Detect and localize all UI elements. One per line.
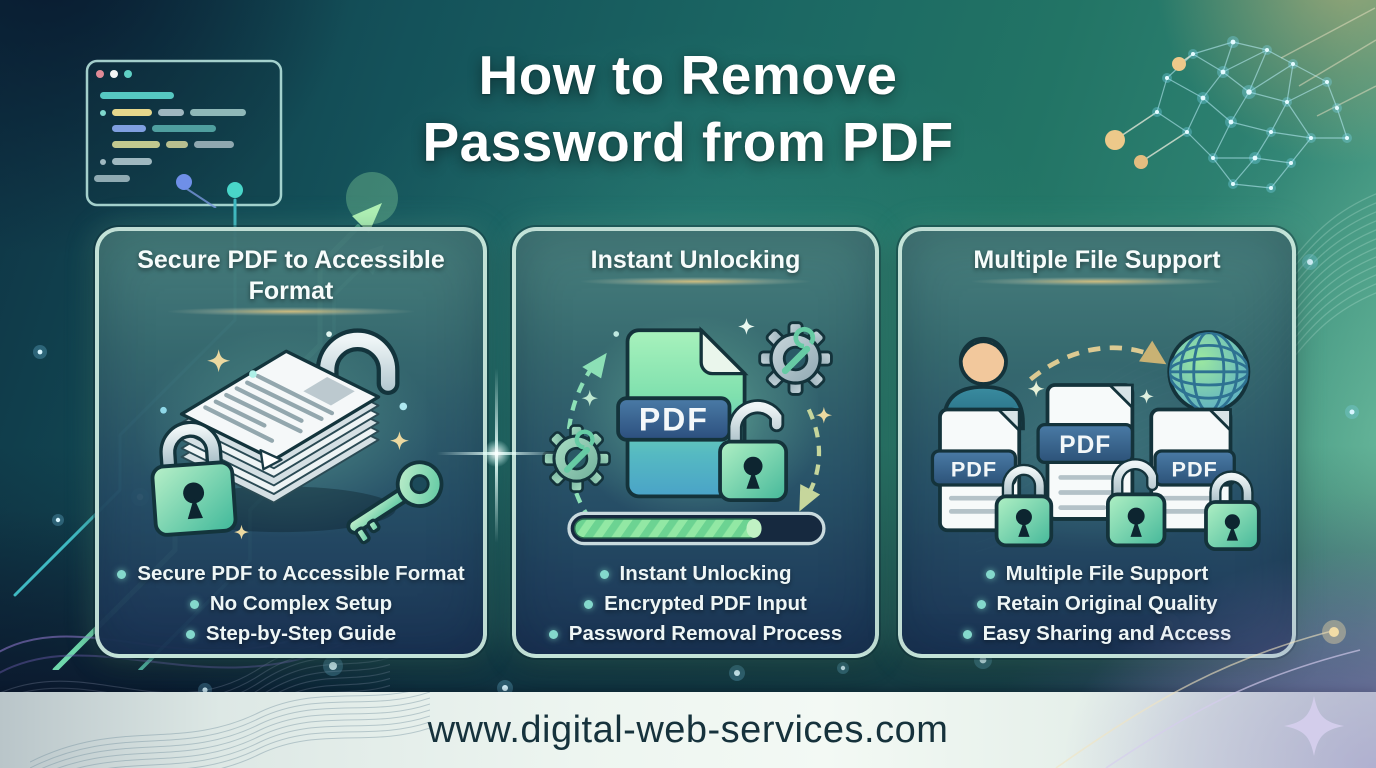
pdf-label: PDF [1059,432,1111,459]
bullet-dot-icon [985,569,995,579]
bullet-dot-icon [976,599,986,609]
bullet-dot-icon [584,599,594,609]
card-illustration [99,317,483,553]
gear-wrench-icon [542,424,611,493]
bullet-item: Step-by-Step Guide [109,619,473,649]
card-illustration: PDF [516,317,875,553]
pdf-unlock-gears-progress-illustration: PDF [542,317,833,546]
bullet-dot-icon [189,599,199,609]
bullet-item: Easy Sharing and Access [912,619,1282,649]
card-secure-pdf-to-accessible-format: Secure PDF to Accessible Format [95,227,487,658]
card-multiple-file-support: Multiple File Support [898,227,1296,658]
card-header: Multiple File Support [902,231,1292,317]
feature-cards: Secure PDF to Accessible Format [95,227,1296,658]
pdf-label: PDF [950,457,996,482]
globe-icon [1166,330,1250,414]
bullet-item: Retain Original Quality [912,589,1282,619]
wave-lines-icon [30,692,430,768]
card-header: Instant Unlocking [516,231,875,317]
bullet-list: Secure PDF to Accessible Format No Compl… [99,559,483,649]
open-padlock-icon [718,399,789,503]
bullet-dot-icon [185,629,195,639]
card-illustration: PDF PDF [902,317,1292,553]
gear-wrench-icon [758,321,833,396]
document-stack-unlock-key-illustration [135,328,444,545]
bullet-dot-icon [548,629,558,639]
progress-bar-icon [567,511,826,546]
card-title: Instant Unlocking [590,246,801,274]
bullet-item: Encrypted PDF Input [526,589,865,619]
bullet-dot-icon [117,569,127,579]
bullet-item: Password Removal Process [526,619,865,649]
bullet-dot-icon [599,569,609,579]
bullet-item: No Complex Setup [109,589,473,619]
pdf-label: PDF [639,401,709,437]
title-line-2: Password from PDF [422,111,954,174]
pdf-label: PDF [1171,457,1217,482]
card-header: Secure PDF to Accessible Format [99,231,483,317]
bullet-item: Instant Unlocking [526,559,865,589]
user-pdf-files-globe-illustration: PDF PDF [930,330,1261,553]
bullet-list: Multiple File Support Retain Original Qu… [902,559,1292,649]
bullet-list: Instant Unlocking Encrypted PDF Input Pa… [516,559,875,649]
flare-glow [580,276,811,286]
footer-bar: www.digital-web-services.com [0,692,1376,768]
pdf-file-icon: PDF [616,326,749,499]
bullet-dot-icon [962,629,972,639]
website-url: www.digital-web-services.com [427,709,949,751]
title-line-1: How to Remove [478,44,898,106]
bullet-item: Secure PDF to Accessible Format [109,559,473,589]
sparkle-icon [581,318,833,424]
flare-glow [168,307,414,316]
flare-glow [972,276,1222,286]
card-title: Secure PDF to Accessible Format [137,246,445,305]
bullet-item: Multiple File Support [912,559,1282,589]
card-instant-unlocking: Instant Unlocking [512,227,879,658]
card-title: Multiple File Support [973,246,1221,274]
